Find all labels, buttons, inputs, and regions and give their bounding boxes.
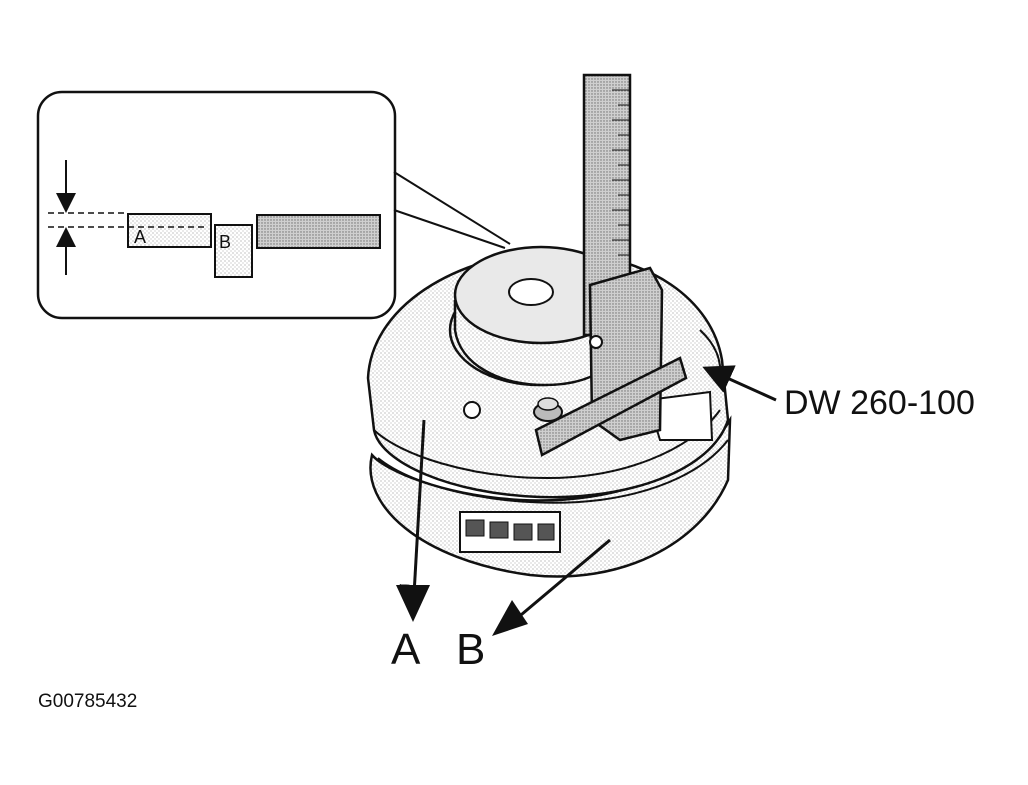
callout-label-b: B <box>456 625 486 674</box>
hub-bore <box>508 278 554 306</box>
clock-spring-assembly <box>366 73 732 578</box>
callout-arrow-tool <box>702 365 777 402</box>
figure-id: G00785432 <box>38 691 138 712</box>
rotor-hole <box>463 401 481 419</box>
inset-block-a <box>127 213 212 248</box>
inset-block-b <box>214 224 253 278</box>
callout-arrowhead-a <box>396 585 430 622</box>
inset-leader-lower <box>393 209 506 249</box>
gauge-lock-screw <box>589 335 603 349</box>
inset-frame <box>36 90 397 320</box>
callout-arrow-a <box>399 419 430 615</box>
tool-callout-label: DW 260-100 <box>784 384 975 422</box>
inset-label-a: A <box>134 227 146 247</box>
depth-gauge-tool <box>534 73 688 457</box>
callout-arrow-b <box>514 538 611 622</box>
screw <box>533 397 563 422</box>
gauge-base-arm <box>534 356 688 457</box>
inset-detail: A B <box>36 90 511 320</box>
callout-arrowhead-b <box>492 600 528 636</box>
inset-leader-upper <box>393 171 511 245</box>
callout-label-a: A <box>391 625 421 674</box>
upper-rotor-edge <box>373 409 721 480</box>
connector <box>459 511 561 553</box>
inset-label-b: B <box>219 232 231 252</box>
lower-housing-rim <box>377 439 729 504</box>
inset-reference-block <box>256 214 381 249</box>
